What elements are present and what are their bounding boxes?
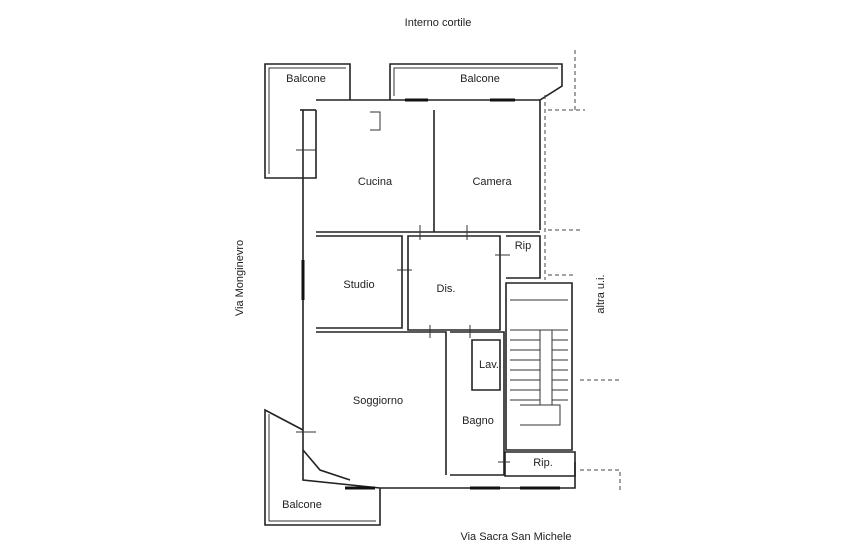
stair-block: [505, 282, 573, 451]
room-lav: Lav.: [479, 359, 499, 371]
room-dis: Dis.: [437, 283, 456, 295]
label-interno-cortile: Interno cortile: [405, 17, 472, 29]
room-rip-bottom: Rip.: [533, 457, 553, 469]
interior-walls: [316, 110, 541, 476]
label-via-sacra-san-michele: Via Sacra San Michele: [460, 531, 571, 543]
room-balcone-bottom-left: Balcone: [282, 499, 322, 511]
window-marks: [296, 98, 560, 490]
room-studio: Studio: [343, 279, 374, 291]
balcone-top-left: [264, 63, 351, 179]
room-soggiorno: Soggiorno: [353, 395, 403, 407]
balcone-top-right: [389, 63, 563, 101]
label-altra-ui: altra u.i.: [595, 274, 607, 313]
room-camera: Camera: [472, 176, 512, 188]
neighbour-boundary: [544, 50, 621, 490]
room-rip-top: Rip: [515, 240, 532, 252]
label-via-monginevro: Via Monginevro: [234, 240, 246, 316]
balcone-bottom-left: [264, 408, 381, 526]
room-cucina: Cucina: [358, 176, 393, 188]
room-bagno: Bagno: [462, 415, 494, 427]
room-balcone-top-left: Balcone: [286, 73, 326, 85]
room-balcone-top-right: Balcone: [460, 73, 500, 85]
rip-bottom-room: [504, 451, 576, 477]
